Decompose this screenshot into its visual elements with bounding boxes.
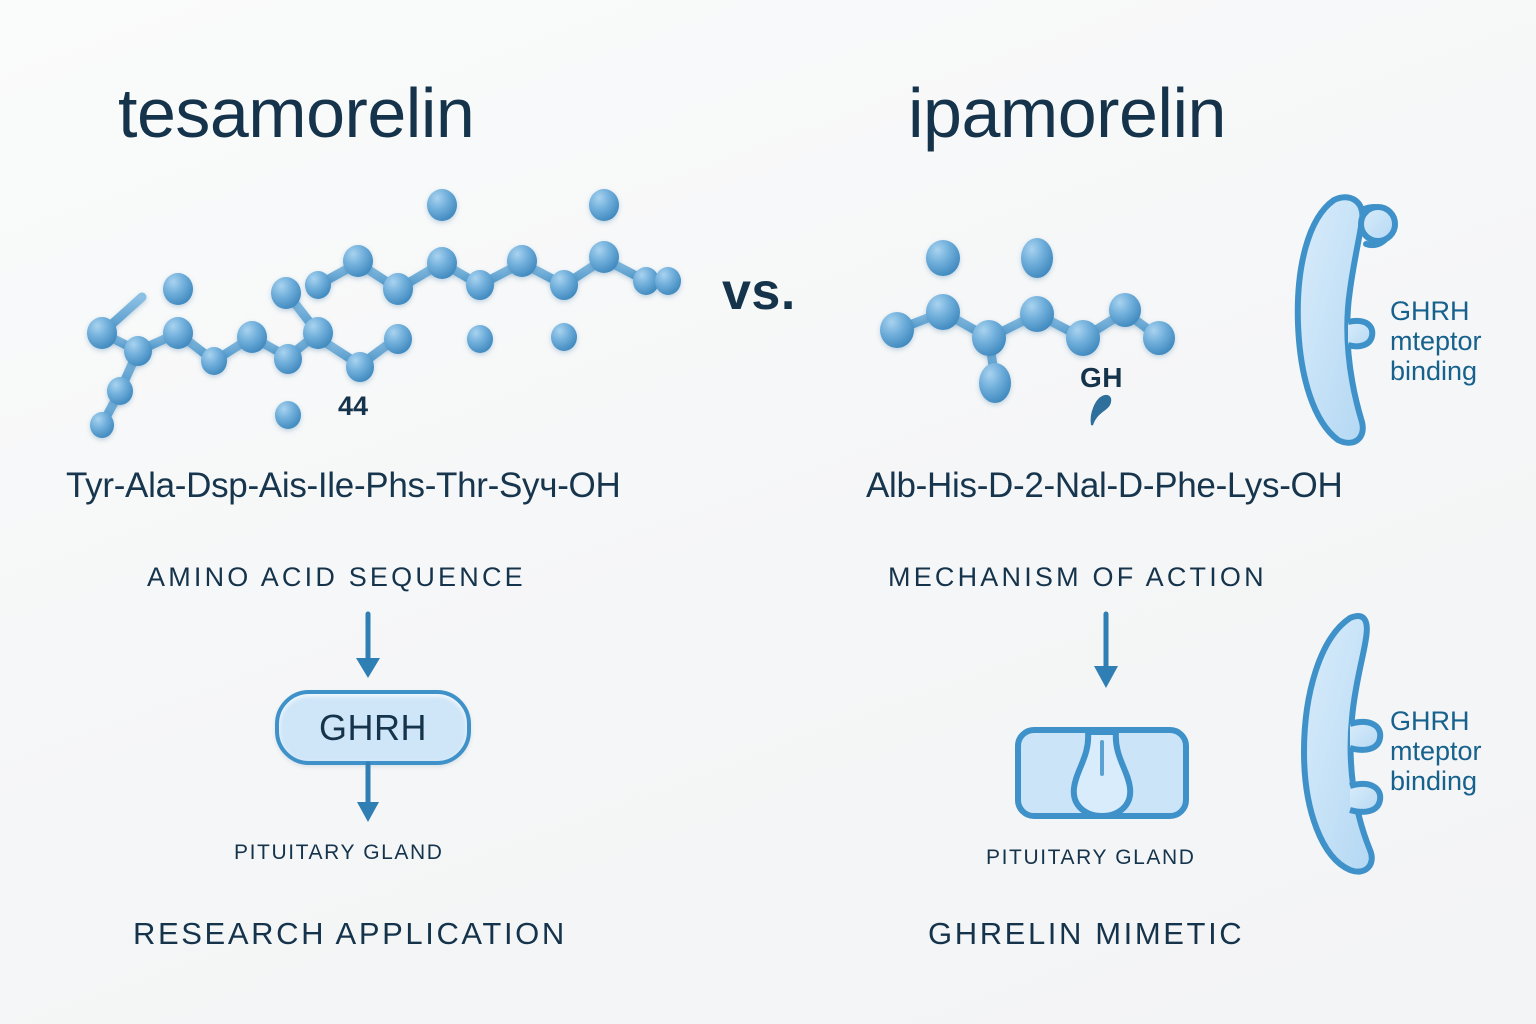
arrow-down-to-ghrh-icon [356, 611, 380, 678]
right-footer-label: GHRELIN MIMETIC [928, 916, 1245, 951]
right-panel-title: ipamorelin [908, 74, 1226, 152]
left-footer-label: RESEARCH APPLICATION [133, 916, 567, 951]
ghrh-receptor-icon-top [1294, 194, 1398, 446]
receptor-binding-label-bottom: GHRH mteptor binding [1390, 706, 1482, 797]
receptor-label-line3: binding [1390, 766, 1478, 797]
right-section-caption: MECHANISM OF ACTION [888, 562, 1267, 592]
right-pituitary-label: PITUITARY GLAND [986, 846, 1196, 869]
arrow-down-to-pituitary-right-icon [1094, 611, 1118, 688]
left-panel-title: tesamorelin [118, 74, 475, 152]
receptor-label-line2: mteptor [1390, 326, 1482, 357]
receptor-label-line3: binding [1390, 356, 1478, 387]
receptor-label-line1: GHRH [1390, 706, 1470, 736]
tesamorelin-sequence: Tyr-Ala-Dsp-Ais-Ile-Phs-Thr-Syч-OH [66, 466, 621, 505]
arrow-down-to-pituitary-icon [357, 761, 379, 822]
receptor-binding-label-top: GHRH mteptor binding [1390, 296, 1482, 387]
tesamorelin-molecule-graphic [87, 189, 681, 438]
versus-separator: vs. [722, 263, 796, 321]
pituitary-gland-icon [1015, 727, 1189, 819]
ipamorelin-sequence: Alb-His-D-2-Nal-D-Phe-Lys-OH [866, 466, 1343, 505]
growth-hormone-tag: GH [1080, 362, 1123, 393]
squiggle-icon [1090, 394, 1112, 426]
ghrh-node-label: GHRH [319, 706, 427, 748]
left-section-caption: AMINO ACID SEQUENCE [147, 562, 526, 592]
tesamorelin-residue-count: 44 [338, 391, 369, 421]
receptor-label-line1: GHRH [1390, 296, 1470, 326]
left-pituitary-label: PITUITARY GLAND [234, 841, 444, 864]
receptor-label-line2: mteptor [1390, 736, 1482, 767]
ipamorelin-molecule-graphic [880, 238, 1175, 403]
ghrh-node: GHRH [275, 690, 471, 765]
ghrh-receptor-icon-bottom [1301, 613, 1384, 875]
